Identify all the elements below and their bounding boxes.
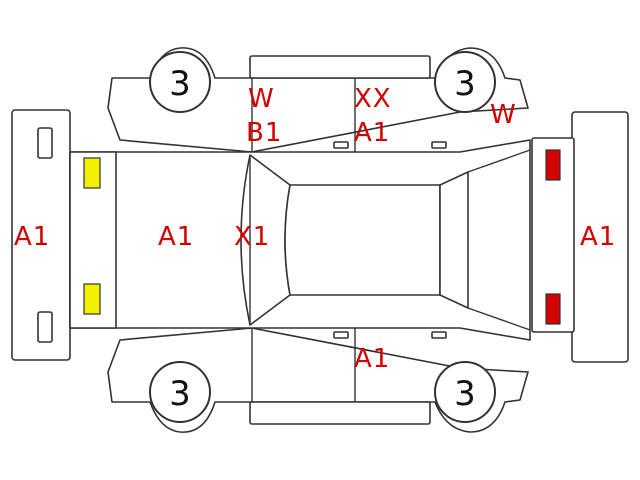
svg-text:3: 3: [169, 64, 191, 104]
label-rear-bumper: A1: [580, 222, 617, 252]
label-top-windshield: W: [248, 84, 275, 114]
label-top-door: A1: [354, 118, 391, 148]
bottom-side-view: [107, 327, 529, 433]
label-windshield-center: X1: [234, 222, 271, 252]
label-top-roof: XX: [354, 84, 392, 114]
svg-text:3: 3: [454, 374, 476, 414]
label-rear-window: W: [490, 100, 517, 130]
rear-bumper-panel: [531, 111, 629, 363]
front-right-fog-lamp-icon: [83, 283, 101, 315]
rear-left-tail-lamp-icon: [545, 149, 561, 181]
label-top-pillar: B1: [246, 118, 283, 148]
wheel-rear-left: 3: [149, 361, 211, 423]
roof-outline: [284, 184, 441, 296]
label-front-bumper: A1: [14, 222, 51, 252]
wheel-front-right: 3: [434, 51, 496, 113]
svg-text:3: 3: [454, 64, 476, 104]
label-hood: A1: [158, 222, 195, 252]
rear-window-outline: [439, 171, 469, 309]
wheel-front-left: 3: [149, 51, 211, 113]
rear-right-tail-lamp-icon: [545, 293, 561, 325]
svg-text:3: 3: [169, 374, 191, 414]
wheel-rear-right: 3: [434, 361, 496, 423]
label-bottom-door: A1: [354, 344, 391, 374]
front-left-fog-lamp-icon: [83, 157, 101, 189]
top-down-body: [69, 139, 531, 341]
